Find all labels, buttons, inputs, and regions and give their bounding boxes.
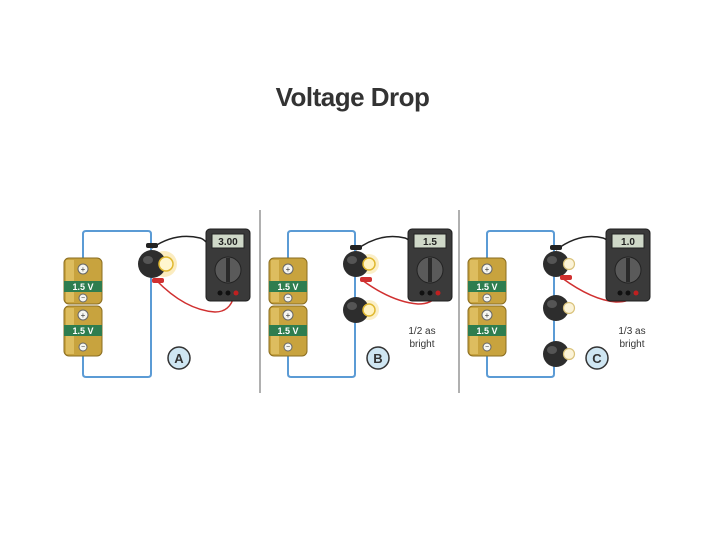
svg-text:−: −	[286, 295, 290, 302]
plus-terminal-icon	[282, 263, 294, 275]
battery-2: 1.5 V + −	[467, 305, 507, 357]
minus-terminal-icon	[78, 342, 88, 352]
brightness-note-line-2: bright	[619, 339, 644, 350]
multimeter: 1.0	[605, 228, 651, 302]
panel-label: B	[373, 351, 382, 366]
circuit-wire	[82, 230, 152, 378]
panel-label: A	[174, 351, 184, 366]
plus-terminal-icon	[77, 309, 89, 321]
battery-voltage-label: 1.5 V	[277, 282, 298, 292]
battery-voltage-label: 1.5 V	[277, 326, 298, 336]
minus-terminal-icon	[78, 293, 88, 303]
meter-reading: 1.0	[621, 237, 635, 248]
panel-label-circle	[167, 346, 191, 370]
panel-label: C	[592, 351, 602, 366]
svg-text:+: +	[81, 265, 86, 274]
svg-text:+: +	[286, 265, 291, 274]
svg-text:−: −	[81, 344, 85, 351]
brightness-note-line-2: bright	[409, 339, 434, 350]
light-bulb-icon	[543, 251, 576, 277]
light-bulb-icon	[543, 295, 576, 321]
svg-text:+: +	[485, 311, 490, 320]
svg-text:+: +	[81, 311, 86, 320]
panel-label-circle	[585, 346, 609, 370]
minus-terminal-icon	[482, 293, 492, 303]
svg-text:−: −	[286, 344, 290, 351]
battery-voltage-label: 1.5 V	[72, 282, 93, 292]
svg-text:+: +	[286, 311, 291, 320]
minus-terminal-icon	[283, 342, 293, 352]
minus-terminal-icon	[482, 342, 492, 352]
plus-terminal-icon	[282, 309, 294, 321]
brightness-note-line-1: 1/3 as	[618, 326, 645, 337]
panel-b: 1.5 V + − 1.5 V + −	[268, 228, 453, 378]
light-bulb-icon	[543, 341, 576, 367]
battery-2: 1.5 V + −	[63, 305, 103, 357]
meter-reading: 1.5	[423, 237, 437, 248]
multimeter: 1.5	[407, 228, 453, 302]
battery-1: 1.5 V + −	[467, 257, 507, 305]
panel-c: 1.5 V + − 1.5 V + −	[467, 228, 651, 378]
battery-voltage-label: 1.5 V	[476, 282, 497, 292]
battery-1: 1.5 V + −	[268, 257, 308, 305]
svg-text:−: −	[81, 295, 85, 302]
slide-title: Voltage Drop	[275, 82, 430, 112]
panel-label-circle	[366, 346, 390, 370]
battery-voltage-label: 1.5 V	[72, 326, 93, 336]
svg-text:−: −	[485, 344, 489, 351]
brightness-note-line-1: 1/2 as	[408, 326, 435, 337]
battery-1: 1.5 V + −	[63, 257, 103, 305]
minus-terminal-icon	[283, 293, 293, 303]
panel-a: 1.5 V + − 1.5 V + −	[63, 228, 251, 378]
battery-voltage-label: 1.5 V	[476, 326, 497, 336]
multimeter: 3.00	[205, 228, 251, 302]
svg-text:+: +	[485, 265, 490, 274]
meter-reading: 3.00	[218, 237, 238, 248]
plus-terminal-icon	[77, 263, 89, 275]
light-bulb-icon	[343, 251, 379, 277]
red-probe-lead	[155, 279, 235, 313]
plus-terminal-icon	[481, 263, 493, 275]
light-bulb-icon	[343, 297, 379, 323]
battery-2: 1.5 V + −	[268, 305, 308, 357]
light-bulb-icon	[138, 250, 177, 278]
svg-text:−: −	[485, 295, 489, 302]
plus-terminal-icon	[481, 309, 493, 321]
